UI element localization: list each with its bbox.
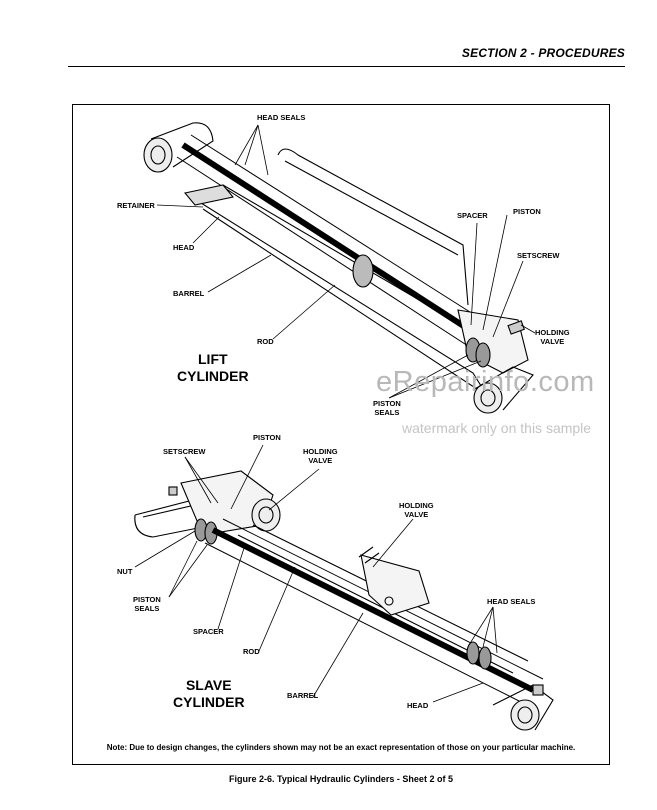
slave-piston-label: PISTON	[253, 433, 281, 442]
lift-head-seals-label: HEAD SEALS	[257, 113, 306, 122]
lift-cylinder-drawing	[143, 122, 534, 414]
lift-spacer-label: SPACER	[457, 211, 488, 220]
design-change-note: Note: Due to design changes, the cylinde…	[106, 743, 576, 752]
lift-piston-seals-label: PISTON SEALS	[373, 399, 401, 417]
section-title: SECTION 2 - PROCEDURES	[461, 46, 625, 60]
lift-head-label: HEAD	[173, 243, 195, 252]
watermark-notice: watermark only on this sample	[402, 420, 592, 436]
slave-head-label: HEAD	[407, 701, 429, 710]
figure-frame: HEAD SEALS RETAINER HEAD BARREL ROD SPAC…	[72, 104, 610, 765]
slave-nut-label: NUT	[117, 567, 133, 576]
lift-setscrew-label: SETSCREW	[517, 251, 560, 260]
lift-leader-lines	[156, 124, 536, 399]
lift-holding-valve-label: HOLDING VALVE	[535, 328, 570, 346]
lift-cylinder-title: LIFT CYLINDER	[177, 351, 249, 384]
slave-rod-label: ROD	[243, 647, 260, 656]
slave-spacer-label: SPACER	[193, 627, 224, 636]
slave-barrel-label: BARREL	[287, 691, 319, 700]
slave-cylinder-drawing	[134, 470, 554, 731]
slave-cylinder-title: SLAVE CYLINDER	[173, 677, 245, 710]
slave-setscrew-label: SETSCREW	[163, 447, 206, 456]
lift-barrel-label: BARREL	[173, 289, 205, 298]
cylinder-illustration	[134, 122, 554, 731]
slave-leader-lines	[134, 444, 498, 703]
slave-head-seals-label: HEAD SEALS	[487, 597, 536, 606]
slave-piston-seals-label: PISTON SEALS	[133, 595, 161, 613]
lift-rod-label: ROD	[257, 337, 274, 346]
slave-holding-valve-b-label: HOLDING VALVE	[399, 501, 434, 519]
slave-holding-valve-a-label: HOLDING VALVE	[303, 447, 338, 465]
lift-piston-label: PISTON	[513, 207, 541, 216]
watermark-site: eRepairinfo.com	[376, 366, 595, 398]
figure-caption: Figure 2-6. Typical Hydraulic Cylinders …	[229, 774, 453, 784]
lift-retainer-label: RETAINER	[117, 201, 155, 210]
header-rule	[68, 66, 625, 67]
